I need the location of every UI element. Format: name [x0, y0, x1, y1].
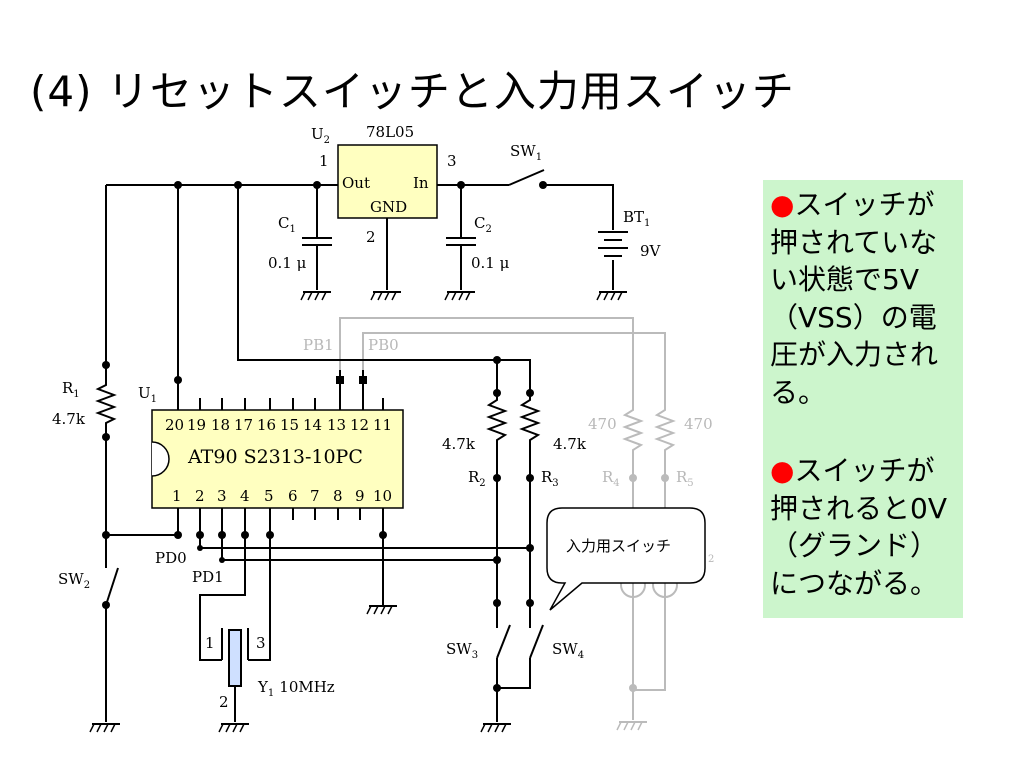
u1-part: AT90 S2313-10PC [187, 446, 363, 468]
y1-pin1: 1 [205, 634, 215, 652]
r1-ref: R1 [62, 379, 80, 400]
callout-bubble: 入力用スイッチ [546, 507, 706, 611]
r2-ref: R2 [468, 468, 486, 489]
c1-ref: C1 [278, 214, 296, 235]
bullet-icon: ● [770, 454, 795, 487]
c1-value: 0.1 μ [268, 254, 307, 272]
u2-ref: U2 [311, 125, 330, 146]
r2-value: 4.7k [442, 435, 476, 453]
sw3-ref: SW3 [446, 640, 478, 661]
note-box [763, 180, 963, 618]
u2-pin-gnd: 2 [366, 228, 376, 246]
u2-part: 78L05 [366, 123, 414, 141]
sw4-ref: SW4 [552, 640, 584, 661]
r5-ref: R5 [676, 468, 694, 489]
sw2-ref: SW2 [58, 570, 90, 591]
note-paragraph-1: ●スイッチが押されていない状態で5V（VSS）の電圧が入力される。 [770, 188, 939, 409]
y1-pin3: 3 [256, 634, 266, 652]
y1-pin2: 2 [219, 693, 229, 711]
slide-title: (4) リセットスイッチと入力用スイッチ [30, 67, 795, 116]
u2-out-label: Out [342, 174, 370, 192]
pb1-label: PB1 [303, 336, 334, 354]
crystal-y1 [221, 628, 249, 690]
c2-value: 0.1 μ [471, 254, 510, 272]
u2-pin-in: 3 [447, 152, 457, 170]
r5-value: 470 [684, 415, 713, 433]
r1-value: 4.7k [52, 410, 86, 428]
chip-u1: 20 19 18 17 16 15 14 13 12 11 AT90 S2313… [151, 384, 404, 520]
wires [95, 169, 614, 722]
c2-ref: C2 [474, 214, 492, 235]
junction-dots [102, 181, 547, 692]
hidden-ref-tail: 2 [708, 554, 714, 565]
pd1-label: PD1 [192, 568, 224, 586]
u1-bottom-pins: 1 2 3 4 5 6 7 8 9 10 [172, 487, 392, 505]
r4-ref: R4 [602, 468, 620, 489]
bt1-ref: BT1 [623, 208, 650, 229]
r3-ref: R3 [541, 468, 559, 489]
r3-value: 4.7k [553, 435, 587, 453]
regulator-u2 [337, 144, 438, 219]
u2-in-label: In [413, 174, 429, 192]
u2-gnd-label: GND [370, 198, 407, 216]
pb0-label: PB0 [368, 336, 399, 354]
sw1-ref: SW1 [510, 142, 542, 163]
u1-ref: U1 [138, 384, 157, 405]
r4-value: 470 [588, 415, 617, 433]
u2-pin-out: 1 [319, 152, 329, 170]
bullet-icon: ● [770, 188, 795, 221]
pd0-label: PD0 [155, 549, 187, 567]
note-paragraph-2: ●スイッチが押されると0V（グランド）につながる。 [770, 454, 947, 600]
u1-top-pins: 20 19 18 17 16 15 14 13 12 11 [165, 416, 392, 434]
bt1-value: 9V [640, 242, 662, 260]
callout-text: 入力用スイッチ [566, 537, 671, 555]
